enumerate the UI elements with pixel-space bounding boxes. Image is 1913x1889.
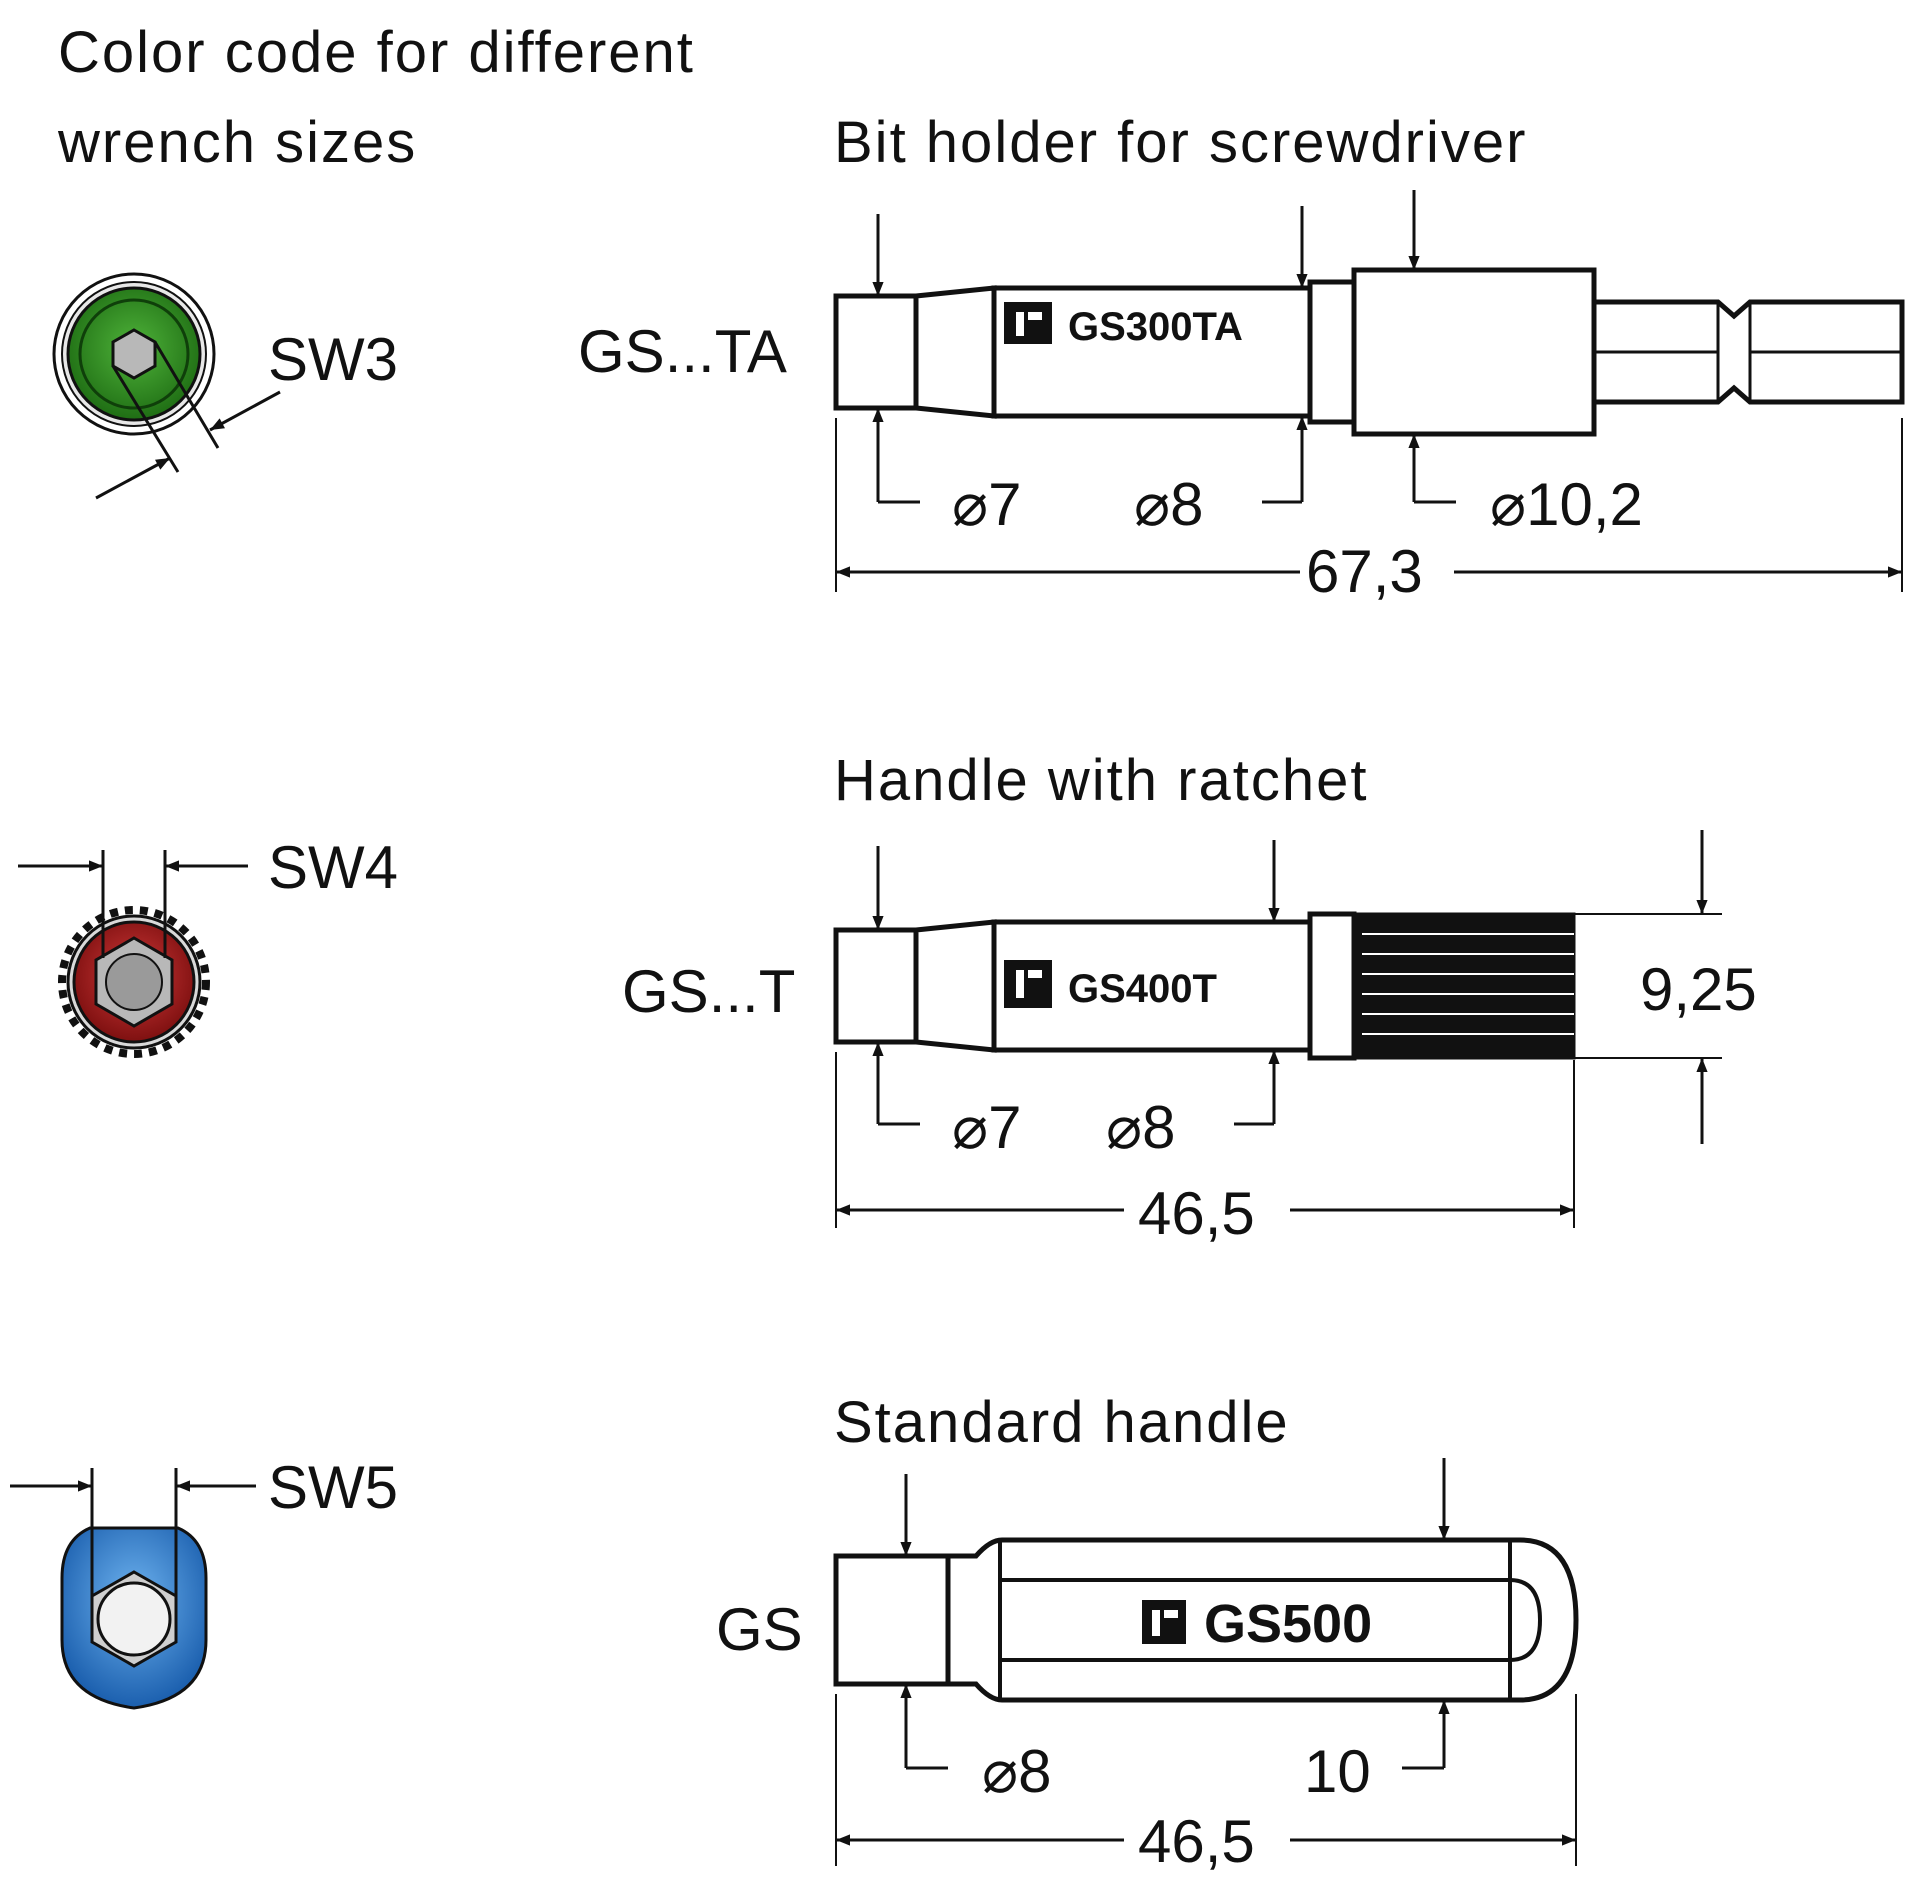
- sw4-label: SW4: [268, 834, 398, 901]
- bit-holder-drawing: Bit holder for screwdriver GS...TA GS300…: [578, 110, 1905, 605]
- sw4-swatch: [18, 850, 248, 1058]
- ratchet-handle-marking: GS400T: [1068, 967, 1217, 1011]
- sw3-label: SW3: [268, 326, 398, 393]
- bit-holder-model: GS...TA: [578, 318, 787, 385]
- ratchet-handle-dim-d8: ⌀8: [1106, 1094, 1176, 1161]
- sw5-label: SW5: [268, 1454, 398, 1521]
- bit-holder-dim-length: 67,3: [1306, 538, 1423, 605]
- standard-handle-model: GS: [716, 1596, 803, 1663]
- ratchet-handle-model: GS...T: [622, 958, 795, 1025]
- standard-handle-title: Standard handle: [834, 1390, 1290, 1455]
- sw5-swatch: [10, 1468, 256, 1710]
- legend-title-line1: Color code for different: [58, 20, 695, 85]
- standard-handle-dim-d8: ⌀8: [982, 1738, 1052, 1805]
- standard-handle-dim-10: 10: [1304, 1738, 1371, 1805]
- ratchet-handle-dim-d7: ⌀7: [952, 1094, 1022, 1161]
- standard-handle-marking: GS500: [1204, 1594, 1372, 1654]
- ratchet-handle-dim-length: 46,5: [1138, 1180, 1255, 1247]
- bit-holder-marking: GS300TA: [1068, 305, 1243, 349]
- bit-holder-dim-d7: ⌀7: [952, 471, 1022, 538]
- sw3-swatch: [52, 272, 281, 500]
- bit-holder-title: Bit holder for screwdriver: [834, 110, 1527, 175]
- standard-handle-drawing: Standard handle GS GS500 ⌀8 10 46,5: [716, 1390, 1579, 1875]
- color-legend: Color code for different wrench sizes SW…: [10, 20, 695, 1710]
- ratchet-handle-dim-height: 9,25: [1640, 956, 1757, 1023]
- legend-title-line2: wrench sizes: [57, 110, 417, 175]
- ratchet-handle-drawing: Handle with ratchet GS...T GS400T 9,25: [622, 748, 1757, 1247]
- bit-holder-dim-d10-2: ⌀10,2: [1490, 471, 1643, 538]
- standard-handle-dim-length: 46,5: [1138, 1808, 1255, 1875]
- bit-holder-dim-d8: ⌀8: [1134, 471, 1204, 538]
- ratchet-handle-title: Handle with ratchet: [834, 748, 1368, 813]
